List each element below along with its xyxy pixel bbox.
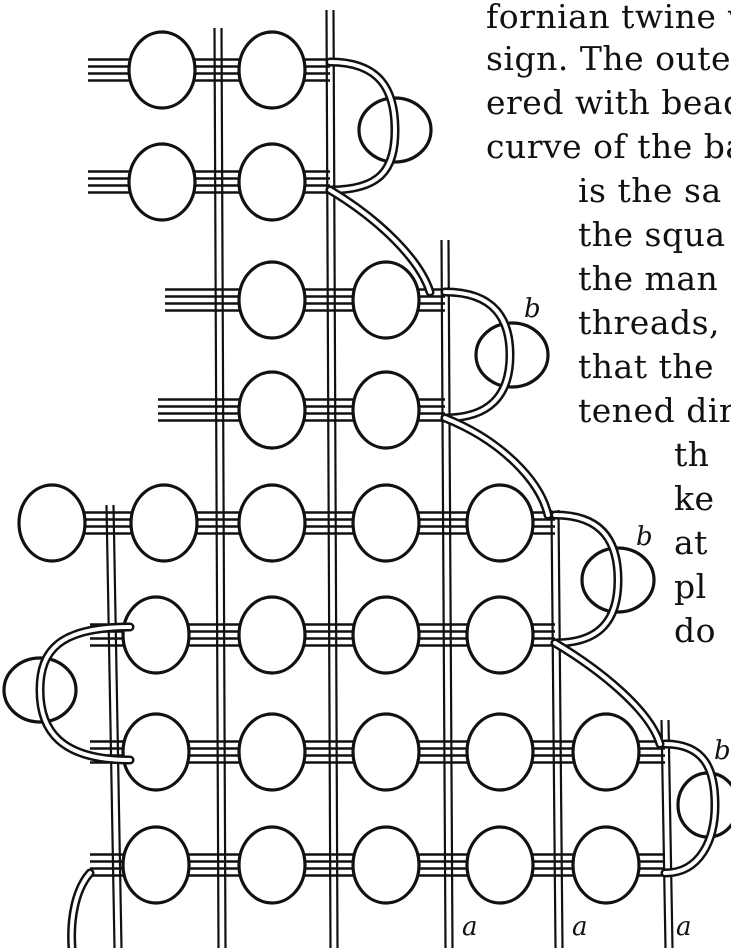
label-a-1: a (462, 914, 478, 940)
label-a-2: a (572, 914, 588, 940)
text-line-4: curve of the ba (486, 130, 731, 163)
bead (573, 714, 639, 790)
warp-thread (327, 10, 338, 948)
label-b-3: b (714, 738, 731, 764)
text-line-1: fornian twine w (486, 0, 731, 33)
bead (573, 827, 639, 903)
bead (467, 827, 533, 903)
loop-bead (678, 773, 731, 837)
bead (467, 714, 533, 790)
bead (353, 485, 419, 561)
bead (239, 597, 305, 673)
bead (131, 485, 197, 561)
bead (467, 597, 533, 673)
text-line-6: the squa (578, 218, 726, 251)
text-line-9: that the (578, 350, 714, 383)
label-b-1: b (524, 296, 541, 322)
bead (353, 597, 419, 673)
text-line-10: tened dir (578, 394, 731, 427)
bead (239, 485, 305, 561)
text-line-14: pl (674, 570, 707, 603)
bead (19, 485, 85, 561)
bead (353, 372, 419, 448)
bead (123, 827, 189, 903)
bead (129, 32, 195, 108)
text-line-5: is the sa (578, 174, 722, 207)
bead (129, 144, 195, 220)
bead (239, 714, 305, 790)
bead (239, 262, 305, 338)
weft-strands (20, 60, 665, 876)
bead (239, 372, 305, 448)
text-line-11: th (674, 438, 710, 471)
text-line-15: do (674, 614, 716, 647)
text-line-12: ke (674, 482, 715, 515)
warp-thread (442, 240, 453, 948)
warp-thread (215, 28, 226, 948)
bead (467, 485, 533, 561)
bead (353, 827, 419, 903)
bead (239, 32, 305, 108)
bead (353, 714, 419, 790)
warp-thread (552, 510, 563, 948)
label-a-3: a (676, 914, 692, 940)
text-line-8: threads, (578, 306, 720, 339)
bead (123, 597, 189, 673)
bead (239, 827, 305, 903)
text-line-2: sign. The oute (486, 42, 731, 75)
warp-thread (662, 720, 673, 948)
warp-thread (107, 505, 122, 948)
bead (123, 714, 189, 790)
label-b-2: b (636, 524, 653, 550)
text-line-3: ered with bead (486, 86, 731, 119)
bead (353, 262, 419, 338)
text-line-7: the man (578, 262, 718, 295)
text-line-13: at (674, 526, 708, 559)
bead (239, 144, 305, 220)
